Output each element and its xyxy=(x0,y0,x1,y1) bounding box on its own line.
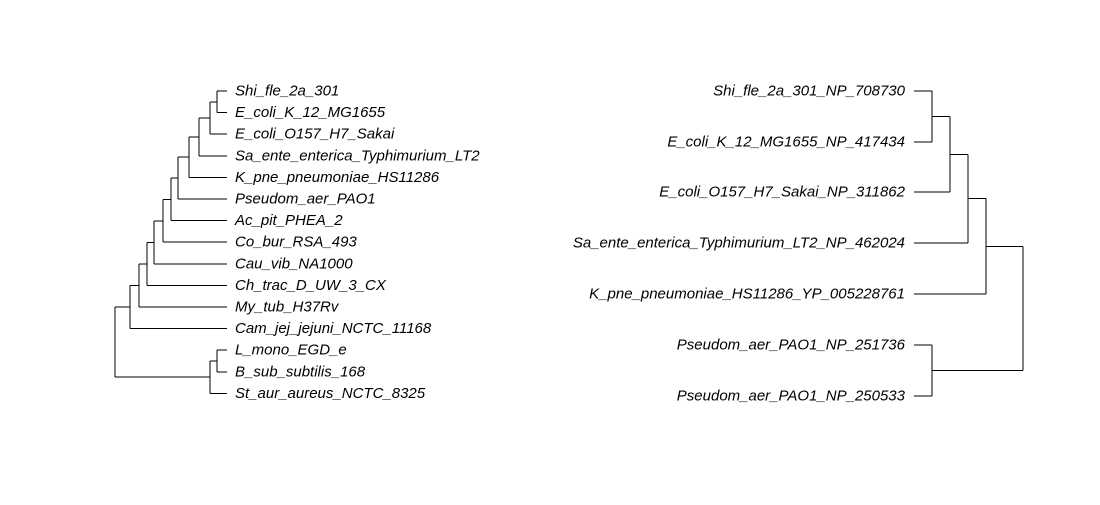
right-tree-branches xyxy=(914,90,1024,397)
left-tip-label: K_pne_pneumoniae_HS11286 xyxy=(235,169,440,186)
right-tree-tip-labels: Shi_fle_2a_301_NP_708730E_coli_K_12_MG16… xyxy=(573,83,906,405)
left-tip-label: Cam_jej_jejuni_NCTC_11168 xyxy=(235,320,432,337)
left-tip-label: E_coli_K_12_MG1655 xyxy=(235,104,386,121)
left-tip-label: Ch_trac_D_UW_3_CX xyxy=(235,277,387,294)
left-tip-label: Cau_vib_NA1000 xyxy=(235,255,353,272)
left-tree-tip-labels: Shi_fle_2a_301E_coli_K_12_MG1655E_coli_O… xyxy=(234,83,480,402)
right-tip-label: Pseudom_aer_PAO1_NP_251736 xyxy=(677,337,906,354)
left-tip-label: L_mono_EGD_e xyxy=(235,342,347,359)
right-tip-label: K_pne_pneumoniae_HS11286_YP_005228761 xyxy=(589,286,905,303)
left-tip-label: Shi_fle_2a_301 xyxy=(235,83,339,100)
left-tip-label: Ac_pit_PHEA_2 xyxy=(234,212,343,229)
left-tip-label: Co_bur_RSA_493 xyxy=(235,234,357,251)
left-tip-label: Pseudom_aer_PAO1 xyxy=(235,191,376,208)
left-tip-label: B_sub_subtilis_168 xyxy=(235,363,366,380)
right-tip-label: E_coli_O157_H7_Sakai_NP_311862 xyxy=(659,184,905,201)
left-tip-label: E_coli_O157_H7_Sakai xyxy=(235,126,395,143)
left-tip-label: Sa_ente_enterica_Typhimurium_LT2 xyxy=(235,147,480,164)
left-tip-label: St_aur_aureus_NCTC_8325 xyxy=(235,385,426,402)
right-cladogram: Shi_fle_2a_301_NP_708730E_coli_K_12_MG16… xyxy=(573,83,1024,405)
right-tip-label: E_coli_K_12_MG1655_NP_417434 xyxy=(667,134,905,151)
right-tip-label: Pseudom_aer_PAO1_NP_250533 xyxy=(677,388,906,405)
right-tip-label: Sa_ente_enterica_Typhimurium_LT2_NP_4620… xyxy=(573,235,905,252)
left-tree-branches xyxy=(114,90,227,394)
left-cladogram: Shi_fle_2a_301E_coli_K_12_MG1655E_coli_O… xyxy=(114,83,480,402)
left-tip-label: My_tub_H37Rv xyxy=(235,299,340,316)
right-tip-label: Shi_fle_2a_301_NP_708730 xyxy=(713,83,905,100)
